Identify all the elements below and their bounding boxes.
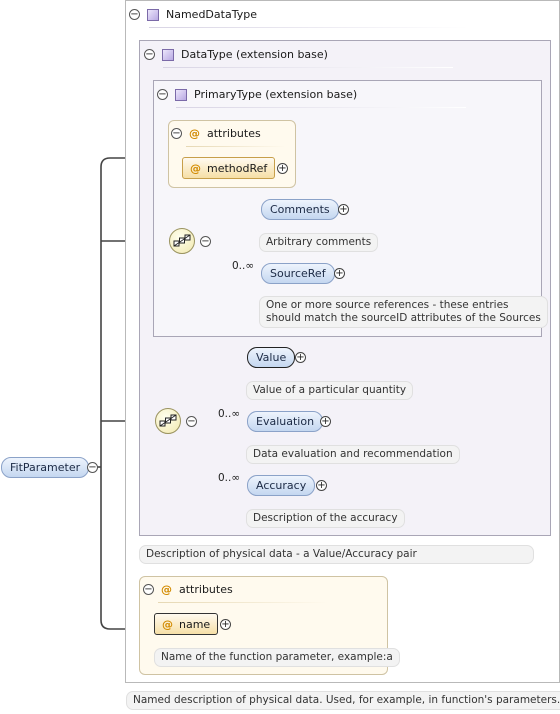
attribute-icon: @ bbox=[161, 583, 172, 596]
comments-doc-text: Arbitrary comments bbox=[266, 236, 372, 248]
data-type-header: − DataType (extension base) bbox=[144, 48, 328, 61]
comments-doc: Arbitrary comments bbox=[259, 233, 379, 252]
collapse-icon[interactable]: − bbox=[144, 49, 155, 60]
accuracy-doc-text: Description of the accuracy bbox=[253, 512, 398, 524]
primary-attributes-header: − @ attributes bbox=[171, 127, 261, 140]
expand-icon[interactable]: + bbox=[338, 204, 349, 215]
complex-type-icon bbox=[147, 8, 159, 21]
data-type-doc: Description of physical data - a Value/A… bbox=[139, 545, 534, 564]
attribute-icon: @ bbox=[190, 161, 201, 175]
primary-type-header: − PrimaryType (extension base) bbox=[157, 88, 357, 101]
sourceref-doc-line: should match the sourceID attributes of … bbox=[266, 312, 541, 324]
attribute-methodref-label: methodRef bbox=[207, 161, 268, 175]
element-fitparameter-label: FitParameter bbox=[10, 461, 81, 474]
element-accuracy[interactable]: Accuracy bbox=[247, 475, 316, 496]
element-sourceref-label: SourceRef bbox=[270, 267, 326, 280]
expand-icon[interactable]: + bbox=[334, 268, 345, 279]
sourceref-doc: One or more source references - these en… bbox=[259, 296, 548, 328]
expand-icon[interactable]: + bbox=[220, 619, 231, 630]
primary-type-title: PrimaryType (extension base) bbox=[194, 88, 358, 101]
name-attribute-doc: Name of the function parameter, example:… bbox=[154, 648, 400, 667]
sourceref-occurrence: 0..∞ bbox=[232, 260, 255, 272]
named-data-type-doc-text: Named description of physical data. Used… bbox=[133, 694, 560, 706]
collapse-icon[interactable]: − bbox=[157, 89, 168, 100]
element-fitparameter[interactable]: FitParameter bbox=[1, 457, 90, 478]
expand-icon[interactable]: + bbox=[320, 416, 331, 427]
collapse-icon[interactable]: − bbox=[186, 416, 197, 427]
own-attributes-header: − @ attributes bbox=[143, 583, 233, 596]
collapse-icon[interactable]: − bbox=[171, 128, 182, 139]
attribute-name[interactable]: @ name bbox=[154, 613, 219, 635]
sequence-icon[interactable] bbox=[155, 408, 181, 434]
own-attributes-title: attributes bbox=[179, 583, 233, 596]
name-attribute-doc-text: Name of the function parameter, example:… bbox=[161, 651, 393, 663]
evaluation-doc: Data evaluation and recommendation bbox=[246, 445, 460, 464]
named-data-type-title: NamedDataType bbox=[166, 8, 257, 21]
named-data-type-doc: Named description of physical data. Used… bbox=[126, 691, 560, 710]
element-evaluation[interactable]: Evaluation bbox=[247, 411, 324, 432]
accuracy-doc: Description of the accuracy bbox=[246, 509, 405, 528]
attribute-methodref[interactable]: @ methodRef bbox=[182, 157, 276, 179]
element-accuracy-label: Accuracy bbox=[256, 479, 307, 492]
attribute-icon: @ bbox=[189, 127, 200, 140]
element-value-label: Value bbox=[256, 351, 287, 364]
sourceref-doc-line: One or more source references - these en… bbox=[266, 299, 509, 311]
element-evaluation-label: Evaluation bbox=[256, 415, 315, 428]
complex-type-icon bbox=[162, 48, 174, 61]
data-type-doc-text: Description of physical data - a Value/A… bbox=[146, 548, 417, 560]
sequence-icon[interactable] bbox=[169, 228, 195, 254]
evaluation-doc-text: Data evaluation and recommendation bbox=[253, 448, 453, 460]
complex-type-icon bbox=[175, 88, 187, 101]
element-comments[interactable]: Comments bbox=[261, 199, 339, 220]
expand-icon[interactable]: + bbox=[277, 163, 288, 174]
element-comments-label: Comments bbox=[270, 203, 330, 216]
evaluation-occurrence: 0..∞ bbox=[218, 408, 241, 420]
element-value[interactable]: Value bbox=[247, 347, 296, 368]
data-type-title: DataType (extension base) bbox=[181, 48, 328, 61]
element-sourceref[interactable]: SourceRef bbox=[261, 263, 335, 284]
primary-attributes-title: attributes bbox=[207, 127, 261, 140]
accuracy-occurrence: 0..∞ bbox=[218, 472, 241, 484]
collapse-icon[interactable]: − bbox=[129, 9, 140, 20]
value-doc-text: Value of a particular quantity bbox=[253, 384, 407, 396]
collapse-icon[interactable]: − bbox=[143, 584, 154, 595]
collapse-icon[interactable]: − bbox=[200, 236, 211, 247]
collapse-icon[interactable]: − bbox=[87, 462, 98, 473]
attribute-name-label: name bbox=[179, 617, 211, 631]
attribute-icon: @ bbox=[162, 617, 173, 631]
named-data-type-header: − NamedDataType bbox=[129, 8, 257, 21]
expand-icon[interactable]: + bbox=[316, 480, 327, 491]
value-doc: Value of a particular quantity bbox=[246, 381, 414, 400]
expand-icon[interactable]: + bbox=[295, 352, 306, 363]
